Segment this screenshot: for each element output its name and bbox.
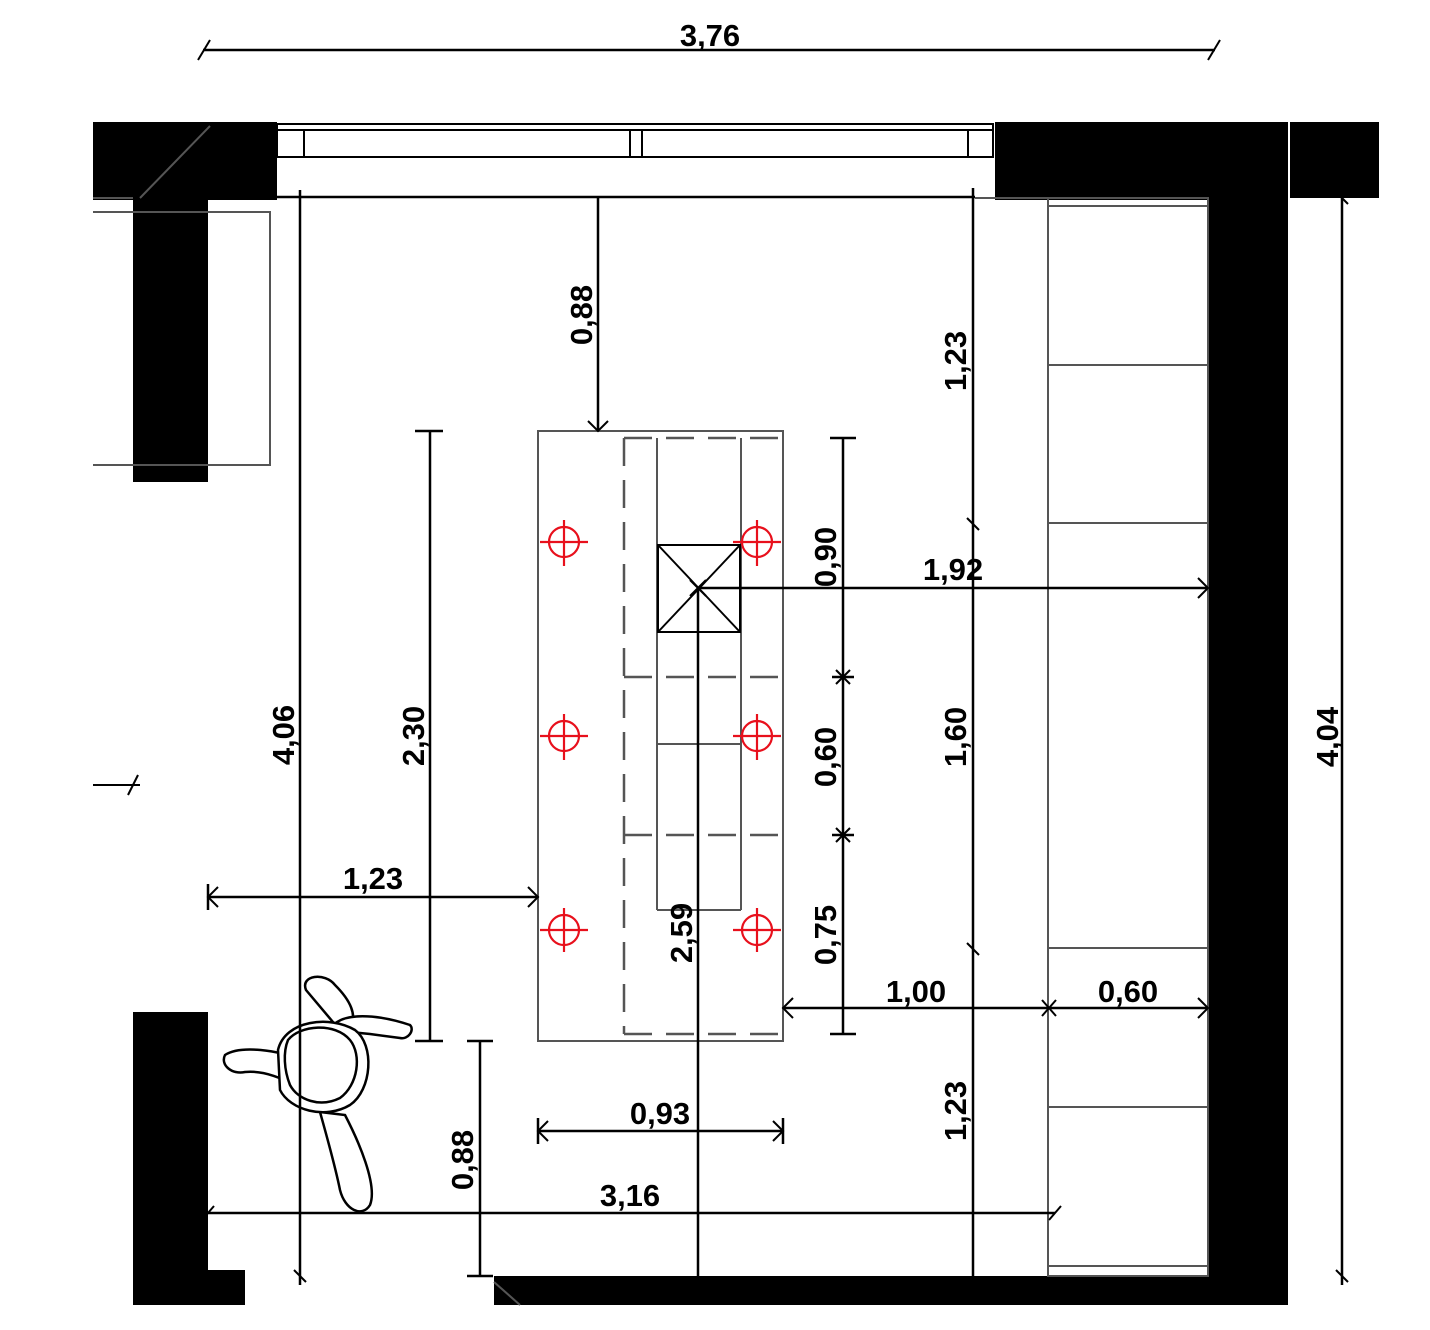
dim-center-length: 2,59 — [664, 903, 699, 963]
dim-island-to-cabinet: 1,00 — [886, 974, 946, 1009]
dim-wall-to-island: 1,23 — [343, 861, 403, 896]
dim-segment-top: 0,90 — [808, 527, 843, 587]
person-topview-icon — [222, 975, 413, 1213]
downlight-icon — [540, 520, 781, 952]
downlight-icon — [733, 520, 781, 566]
dim-island-length: 2,30 — [396, 706, 431, 766]
downlight-icon — [733, 714, 781, 760]
cabinet-run — [975, 197, 1209, 1277]
wall-bottom — [494, 1276, 1288, 1305]
dim-top-to-island: 0,88 — [564, 285, 599, 345]
wall-bottom-left — [133, 1012, 245, 1305]
dim-island-width: 0,93 — [630, 1096, 690, 1131]
window — [276, 123, 994, 158]
dim-inner-width: 3,16 — [600, 1178, 660, 1213]
dim-overall-width: 3,76 — [680, 18, 740, 53]
downlight-icon — [540, 520, 588, 566]
dimension-lines — [197, 39, 1349, 1285]
dim-right-height: 4,04 — [1310, 706, 1345, 767]
dimension-labels: 3,76 4,06 4,04 0,88 2,30 1,23 1,23 1,60 … — [266, 18, 1345, 1213]
downlight-icon — [540, 908, 588, 952]
downlight-icon — [540, 714, 588, 760]
downlight-icon — [733, 908, 781, 952]
dim-segment-bottom: 0,75 — [808, 905, 843, 965]
dim-segment-middle: 0,60 — [808, 727, 843, 787]
wall-top-right — [995, 122, 1288, 1305]
dim-cabinet-depth: 0,60 — [1098, 974, 1158, 1009]
wall-right-stub — [1290, 122, 1379, 198]
dim-right-lower: 1,23 — [938, 1081, 973, 1141]
dim-left-height: 4,06 — [266, 705, 301, 765]
kitchen-island — [537, 430, 784, 1042]
dim-island-to-bottom: 0,88 — [445, 1130, 480, 1190]
dim-right-middle: 1,60 — [938, 707, 973, 767]
dim-center-to-wall: 1,92 — [923, 552, 983, 587]
wall-top-left — [93, 122, 277, 482]
dim-right-upper: 1,23 — [938, 331, 973, 391]
left-door-frame — [93, 197, 271, 796]
